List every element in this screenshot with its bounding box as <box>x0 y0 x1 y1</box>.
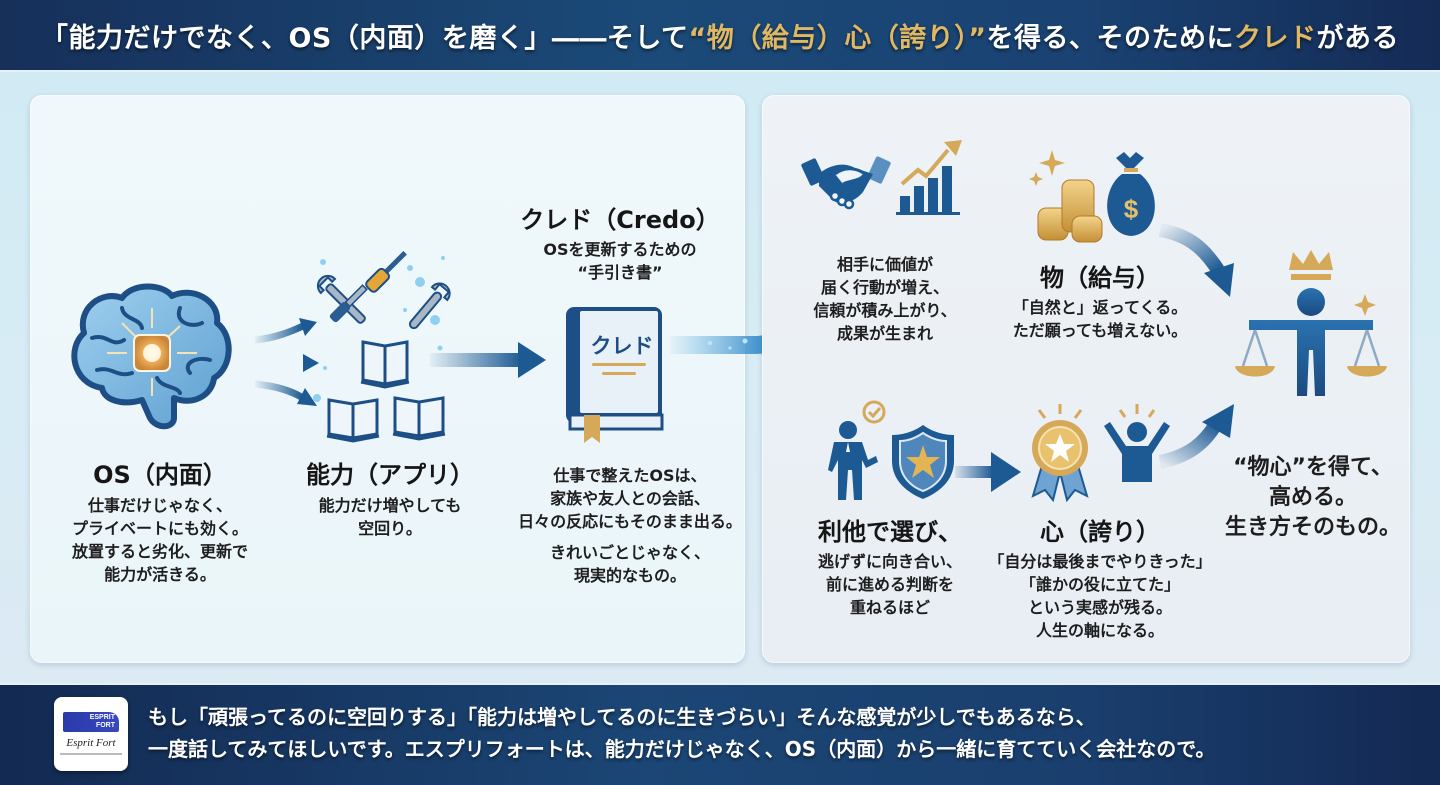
footer-line-2: 一度話してみてほしいです。エスプリフォートは、能力だけじゃなく、OS（内面）から… <box>148 737 1216 761</box>
shield-star-icon <box>892 425 954 499</box>
value-delivery-description: 相手に価値が 届く行動が増え、 信頼が積み上がり、 成果が生まれ <box>813 255 957 343</box>
credo-book-icon <box>566 307 664 443</box>
logo-tagline-line <box>60 753 122 755</box>
skill-section: 能力（アプリ） 能力だけ増やしても 空回り。 <box>290 455 490 540</box>
esprit-fort-logo[interactable]: ESPRIT FORT Esprit Fort <box>54 697 128 771</box>
mono-section: 物（給与） 「自然と」返ってくる。 ただ願っても増えない。 <box>995 258 1205 342</box>
mono-description: 「自然と」返ってくる。 ただ願っても増えない。 <box>1012 298 1188 340</box>
brain-chip-icon <box>71 283 232 430</box>
credo-subtitle: OSを更新するための “手引き書” <box>543 240 697 282</box>
logo-banner: ESPRIT FORT <box>63 712 119 732</box>
mono-to-result-arrow <box>1158 223 1234 297</box>
credo-heading-section: クレド（Credo） OSを更新するための “手引き書” <box>500 200 740 284</box>
result-summary: “物心”を得て、 高める。 生き方そのもの。 <box>1224 455 1401 540</box>
footer-message: もし「頑張ってるのに空回りする」「能力は増やしてるのに生きづらい」そんな感覚が少… <box>148 701 1215 765</box>
handshake-icon <box>801 156 891 210</box>
title-part-2: を得る、そのために <box>986 22 1235 54</box>
growth-chart-icon <box>896 140 962 215</box>
header-bar: 「能力だけでなく、OS（内面）を磨く」――そして“物（給与）心（誇り）”を得る、… <box>0 0 1440 72</box>
kokoro-section: 心（誇り） 「自分は最後までやりきった」 「誰かの役に立てた」 という実感が残る… <box>980 512 1220 642</box>
brain-to-skill-arrows <box>254 318 319 406</box>
svg-text:$: $ <box>1124 194 1139 224</box>
title-part-1: 「能力だけでなく、OS（内面）を磨く」――そして <box>40 22 689 54</box>
title-part-3: がある <box>1316 22 1400 54</box>
businessperson-check-icon <box>828 400 886 500</box>
kokoro-title: 心（誇り） <box>1040 518 1160 546</box>
altruism-description: 逃げずに向き合い、 前に進める判断を 重ねるほど <box>817 552 962 617</box>
mono-title: 物（給与） <box>1040 264 1160 292</box>
credo-title: クレド（Credo） <box>520 206 720 234</box>
altruism-title: 利他で選び、 <box>818 518 962 546</box>
os-description: 仕事だけじゃなく、 プライベートにも効く。 放置すると劣化、更新で 能力が活きる… <box>71 496 248 584</box>
altruism-to-kokoro-arrow <box>955 452 1021 492</box>
title-highlight-credo: クレド <box>1234 22 1317 54</box>
cheering-person-icon <box>1104 404 1170 482</box>
page-title: 「能力だけでなく、OS（内面）を磨く」――そして“物（給与）心（誇り）”を得る、… <box>41 16 1399 55</box>
medal-icon <box>1031 404 1089 503</box>
kokoro-to-result-arrow <box>1158 404 1234 469</box>
skill-description: 能力だけ増やしても 空回り。 <box>318 496 462 538</box>
os-title: OS（内面） <box>93 461 227 489</box>
tools-and-books-icon <box>313 250 451 443</box>
footer-bar: ESPRIT FORT Esprit Fort もし「頑張ってるのに空回りする」… <box>0 683 1440 785</box>
skill-title: 能力（アプリ） <box>306 461 474 489</box>
logo-name: Esprit Fort <box>66 737 116 749</box>
os-section: OS（内面） 仕事だけじゃなく、 プライベートにも効く。 放置すると劣化、更新で… <box>50 455 270 586</box>
footer-line-1: もし「頑張ってるのに空回りする」「能力は増やしてるのに生きづらい」そんな感覚が少… <box>148 705 1096 729</box>
skill-to-credo-arrow <box>430 342 546 378</box>
altruism-section: 利他で選び、 逃げずに向き合い、 前に進める判断を 重ねるほど <box>795 512 985 619</box>
credo-book-label: クレド <box>590 334 654 358</box>
kokoro-description: 「自分は最後までやりきった」 「誰かの役に立てた」 という実感が残る。 人生の軸… <box>988 552 1212 640</box>
book-icon <box>360 340 410 389</box>
title-highlight-mono-kokoro: “物（給与）心（誇り）” <box>688 22 987 54</box>
crowned-person-scales-icon <box>1235 250 1387 396</box>
credo-description: 仕事で整えたOSは、 家族や友人との会話、 日々の反応にもそのまま出る。 きれい… <box>518 466 742 585</box>
coins-moneybag-icon: $ <box>1029 150 1155 243</box>
